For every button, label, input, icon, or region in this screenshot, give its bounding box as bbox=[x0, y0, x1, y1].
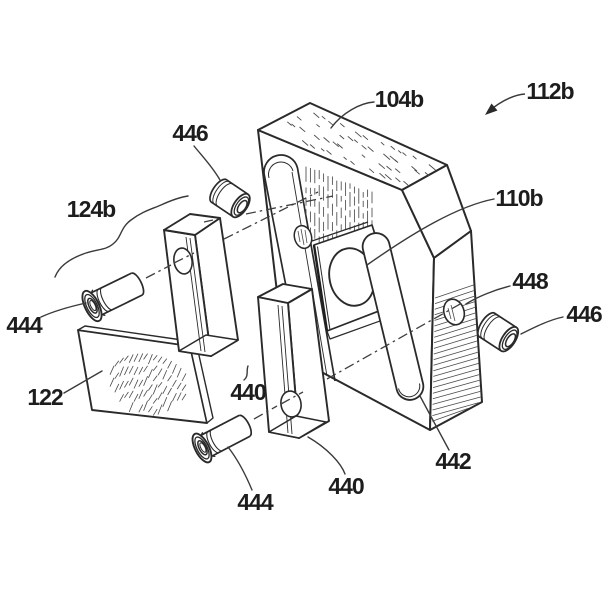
pin2-bore-inner bbox=[199, 442, 207, 453]
axis-dash-dot-3 bbox=[203, 219, 214, 223]
part-label-124b: 124b bbox=[67, 196, 116, 222]
part-label-110b: 110b bbox=[495, 185, 543, 211]
pin1-collar bbox=[96, 286, 113, 312]
leader-line-446-right bbox=[520, 316, 564, 335]
left-slot-outline bbox=[263, 154, 336, 382]
leader-line-444-bottom bbox=[227, 446, 253, 491]
slot-442-inner-bottom bbox=[398, 383, 421, 398]
pin2-body bbox=[200, 415, 251, 457]
small-hole-outline bbox=[293, 224, 313, 250]
part-label-444-bottom: 444 bbox=[237, 489, 274, 515]
axis-dash-dot-4 bbox=[245, 195, 334, 215]
axis-dash-dot-6 bbox=[280, 391, 304, 405]
leader-line-104b bbox=[330, 101, 375, 129]
pin1-body bbox=[90, 273, 143, 316]
leader-line-444-left bbox=[40, 302, 87, 318]
leader-lines bbox=[40, 93, 564, 491]
axis-dash-dot-1 bbox=[173, 252, 195, 264]
pin1-bore-inner bbox=[89, 300, 97, 312]
part-label-446-right: 446 bbox=[566, 301, 602, 327]
bar-440-lower bbox=[257, 283, 330, 439]
axis-dash-dot-0 bbox=[145, 264, 172, 279]
part-label-446-top: 446 bbox=[172, 120, 208, 146]
reference-numerals: 446 104b 112b 110b 448 446 124b 444 122 440 444 440… bbox=[6, 78, 602, 515]
plate-hatching bbox=[109, 353, 187, 416]
bar1-bottom-face bbox=[178, 334, 239, 357]
pocket-left-wall-inner bbox=[317, 246, 331, 331]
leader-line-124b bbox=[54, 195, 189, 278]
leader-line-440-lower bbox=[307, 436, 346, 475]
bar1-top-face bbox=[163, 213, 221, 236]
small-ledge-hole bbox=[293, 224, 313, 250]
pocket-top-ledge bbox=[311, 221, 369, 242]
axis-dash-dot-5 bbox=[253, 405, 278, 420]
sleeve-446-right bbox=[477, 311, 520, 353]
pocket-left-wall-dark bbox=[312, 244, 329, 332]
axis-dash-dot-2 bbox=[223, 191, 319, 240]
center-axis-lines bbox=[145, 191, 463, 420]
part-label-122: 122 bbox=[27, 384, 63, 410]
part-label-444-left: 444 bbox=[6, 312, 43, 338]
top-face-hatching bbox=[287, 112, 436, 186]
left-slot-inner-cap bbox=[268, 161, 294, 179]
sleeve2-bore bbox=[504, 333, 517, 348]
leader-line-448 bbox=[465, 285, 511, 305]
hole-448-outline bbox=[442, 298, 466, 326]
bar2-top-face bbox=[257, 283, 313, 304]
sleeve-446-top bbox=[209, 178, 251, 219]
pin-444-bottom bbox=[191, 414, 253, 464]
part-label-112b: 112b bbox=[526, 78, 574, 104]
leader-line-440-upper bbox=[243, 365, 249, 381]
leader-line-446-top bbox=[193, 145, 221, 181]
leader-line-122 bbox=[63, 370, 103, 394]
leader-line-442 bbox=[419, 395, 450, 451]
leader-line-110b bbox=[366, 198, 495, 266]
part-label-442: 442 bbox=[435, 448, 471, 474]
sleeve1-bore bbox=[236, 199, 248, 214]
left-slot-inner-line bbox=[291, 171, 328, 377]
sleeve2-body-edges bbox=[478, 312, 517, 352]
sleeve2-chamfer bbox=[480, 314, 501, 341]
pin2-body-edges bbox=[199, 414, 251, 458]
sleeve1-chamfer bbox=[212, 180, 233, 207]
part-label-440-upper: 440 bbox=[230, 379, 266, 405]
hole-448 bbox=[442, 298, 466, 326]
pin-444-left bbox=[81, 272, 145, 323]
left-guide-slot bbox=[263, 154, 336, 382]
part-label-448: 448 bbox=[512, 268, 549, 294]
small-hole-shading bbox=[297, 228, 308, 246]
part-label-104b: 104b bbox=[375, 86, 424, 112]
hole-448-shading bbox=[447, 304, 456, 322]
pin2-collar bbox=[206, 429, 223, 454]
sleeve1-body-edges bbox=[210, 179, 249, 218]
part-label-440-lower: 440 bbox=[328, 473, 364, 499]
bar-440-upper bbox=[163, 213, 239, 357]
axis-dash-dot-7 bbox=[326, 302, 463, 380]
slot-442 bbox=[361, 232, 425, 401]
slot-442-outline bbox=[361, 232, 425, 401]
arrowhead-112b bbox=[485, 103, 498, 115]
bar2-hole bbox=[280, 390, 302, 418]
